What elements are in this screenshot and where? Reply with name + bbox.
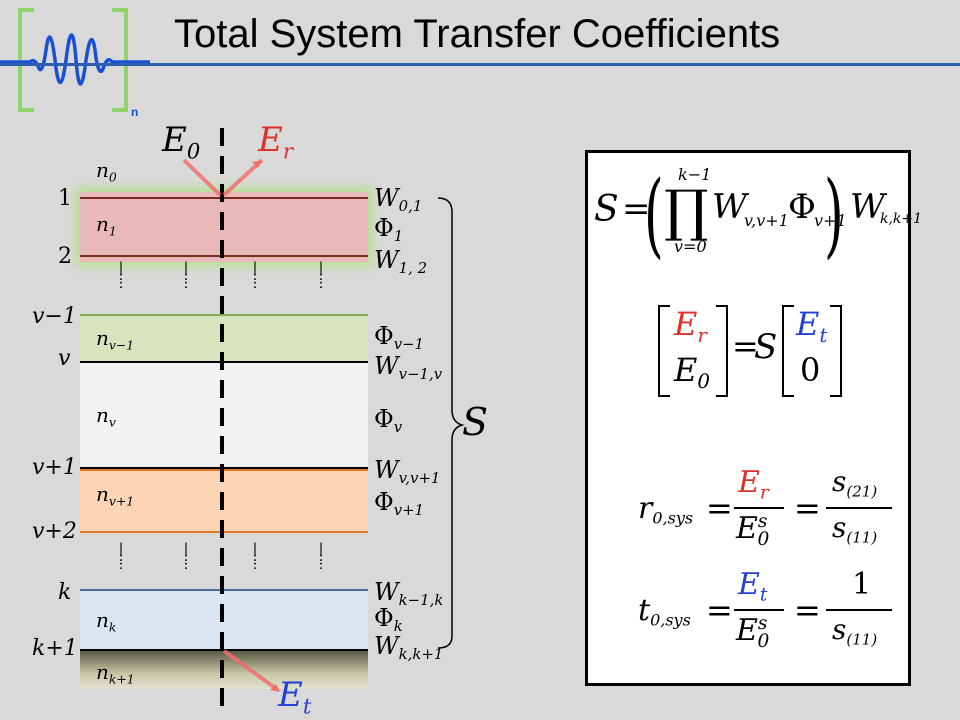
matrix-equation: Er E0 = S Et 0 <box>658 305 858 400</box>
matrix-label: Φv−1 <box>374 322 425 354</box>
interface-label: 1 <box>58 186 72 211</box>
reflection-coefficient-equation: r0,sys = Er Es0 = s(21) s(11) <box>638 465 903 555</box>
medium-label: n1 <box>96 212 117 239</box>
medium-label: nk+1 <box>96 660 135 687</box>
interface-label: 2 <box>58 244 72 269</box>
interface-label: v−1 <box>32 304 77 329</box>
interface-label: k <box>58 580 72 605</box>
s-definition-equation: S = ( k−1 ∏ v=0 W v,v+1 Φ v+1 ) W k,k+1 <box>594 161 923 268</box>
transmitted-field-label: Et <box>278 675 312 719</box>
ellipsis-lower-2: |:: <box>183 541 189 573</box>
matrix-label: Φk <box>374 604 403 636</box>
brace-label: S <box>462 400 489 444</box>
incident-field-label: E0 <box>162 120 201 164</box>
matrix-label: Φv+1 <box>374 488 425 520</box>
ellipsis-upper-3: |:: <box>252 260 258 292</box>
matrix-label: Φv <box>374 405 403 437</box>
medium-label: nk <box>96 608 117 635</box>
ellipsis-lower-3: |:: <box>252 541 258 573</box>
interface-label: v+1 <box>32 455 77 480</box>
reflected-field-label: Er <box>258 120 293 164</box>
ellipsis-lower-4: |:: <box>318 541 324 573</box>
matrix-label: W0,1 <box>374 184 423 216</box>
equations-panel: S = ( k−1 ∏ v=0 W v,v+1 Φ v+1 ) W k,k+1 … <box>585 150 923 686</box>
matrix-label: Wk−1,k <box>374 578 444 610</box>
medium-label: nv <box>96 403 116 430</box>
logo-subscript: n <box>131 105 138 119</box>
interface-label: v <box>58 346 71 371</box>
matrix-label: Φ1 <box>374 214 404 246</box>
page-title: Total System Transfer Coefficients <box>174 12 781 56</box>
logo-icon: n <box>0 8 150 119</box>
matrix-label: Wk,k+1 <box>374 632 444 664</box>
ellipsis-lower-1: |:: <box>118 541 124 573</box>
matrix-label: Wv,v+1 <box>374 456 441 488</box>
matrix-label: Wv−1,v <box>374 352 443 384</box>
medium-label: n0 <box>96 158 117 185</box>
transmission-coefficient-equation: t0,sys = Et Es0 = 1 s(11) <box>638 567 903 657</box>
interface-label: k+1 <box>32 636 78 661</box>
matrix-label: W1, 2 <box>374 246 428 278</box>
ellipsis-upper-2: |:: <box>183 260 189 292</box>
ellipsis-upper-1: |:: <box>118 260 124 292</box>
interface-label: v+2 <box>32 519 77 544</box>
title-rule <box>0 63 960 66</box>
medium-label: nv−1 <box>96 326 135 353</box>
ellipsis-upper-4: |:: <box>318 260 324 292</box>
medium-label: nv+1 <box>96 482 135 509</box>
